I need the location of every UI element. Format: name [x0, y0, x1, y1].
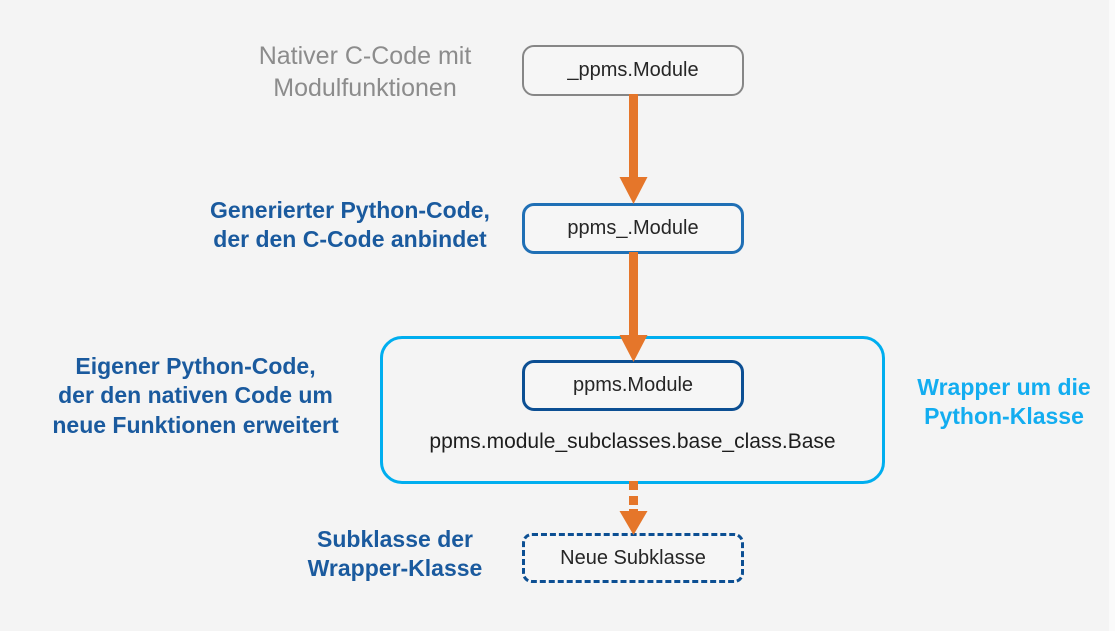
node-wrapped-ppms-module[interactable]: ppms.Module: [522, 360, 744, 411]
arrow-wrapper-to-subclass-icon: [619, 481, 648, 535]
node-native-ppms-module[interactable]: _ppms.Module: [522, 45, 744, 96]
label-wrapper-around-python-class: Wrapper um die Python-Klasse: [917, 374, 1091, 430]
node-wrapped-label: ppms.Module: [572, 374, 694, 396]
right-edge-strip: [1109, 0, 1115, 631]
node-new-subclass[interactable]: Neue Subklasse: [522, 533, 744, 583]
base-class-path-text: ppms.module_subclasses.base_class.Base: [429, 430, 836, 453]
node-generated-ppms-module[interactable]: ppms_.Module: [522, 203, 744, 254]
label-generated-python-code: Generierter Python-Code, der den C-Code …: [210, 197, 490, 253]
arrow-native-to-generated-icon: [619, 94, 648, 204]
label-native-c-code: Nativer C-Code mit Modulfunktionen: [258, 42, 472, 102]
node-subclass-label: Neue Subklasse: [560, 546, 706, 569]
arrow-generated-to-wrapped-icon: [619, 252, 648, 362]
label-subclass-of-wrapper: Subklasse der Wrapper-Klasse: [307, 526, 483, 582]
label-own-python-code: Eigener Python-Code, der den nativen Cod…: [52, 353, 339, 438]
node-native-label: _ppms.Module: [567, 59, 699, 81]
node-generated-label: ppms_.Module: [567, 217, 699, 239]
